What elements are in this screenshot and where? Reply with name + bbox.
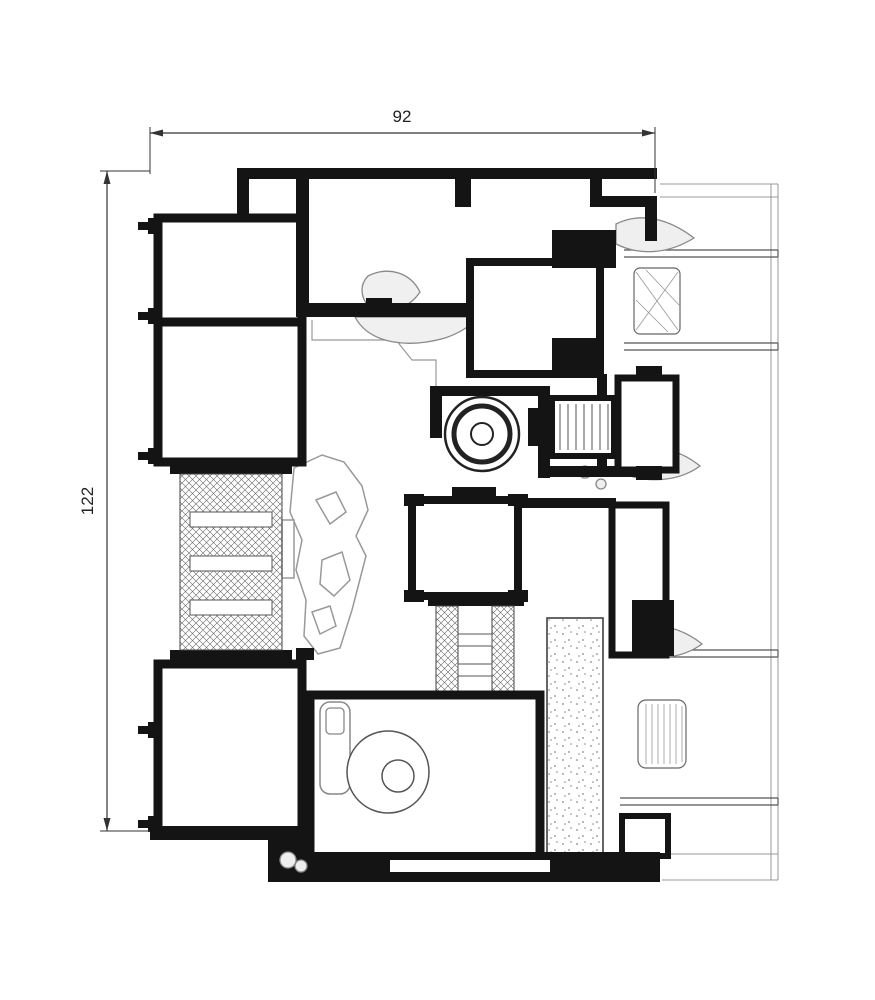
dim-arrow-bottom (103, 818, 111, 831)
left-frame-profile (138, 213, 310, 840)
dimension-height-label: 122 (78, 487, 97, 515)
dimension-width-label: 92 (393, 107, 412, 126)
screw-horizontal (528, 395, 617, 459)
glazing-spacer-bottom (637, 699, 687, 769)
sash-overlap-outline (311, 320, 437, 388)
bottom-sash-assembly (268, 690, 660, 882)
center-chamber (404, 494, 616, 602)
roller-assembly (430, 386, 550, 478)
glazing-unit-bottom (620, 649, 779, 806)
glazing-unit-top (624, 249, 779, 351)
panel-lines-right (660, 183, 779, 881)
left-thermal-break (170, 460, 292, 664)
dimension-vertical: 122 (78, 170, 150, 832)
interlock-profile (296, 179, 481, 660)
dim-arrow-top (103, 171, 111, 184)
middle-gasket (353, 270, 480, 344)
central-gasket-part (281, 454, 369, 655)
right-profiles (608, 366, 680, 859)
dimension-horizontal: 92 (149, 107, 656, 193)
foam-strip (546, 617, 604, 855)
frame-clips (138, 218, 158, 832)
head-profile (237, 168, 657, 241)
dim-arrow-right (642, 129, 655, 137)
dim-arrow-left (150, 129, 163, 137)
